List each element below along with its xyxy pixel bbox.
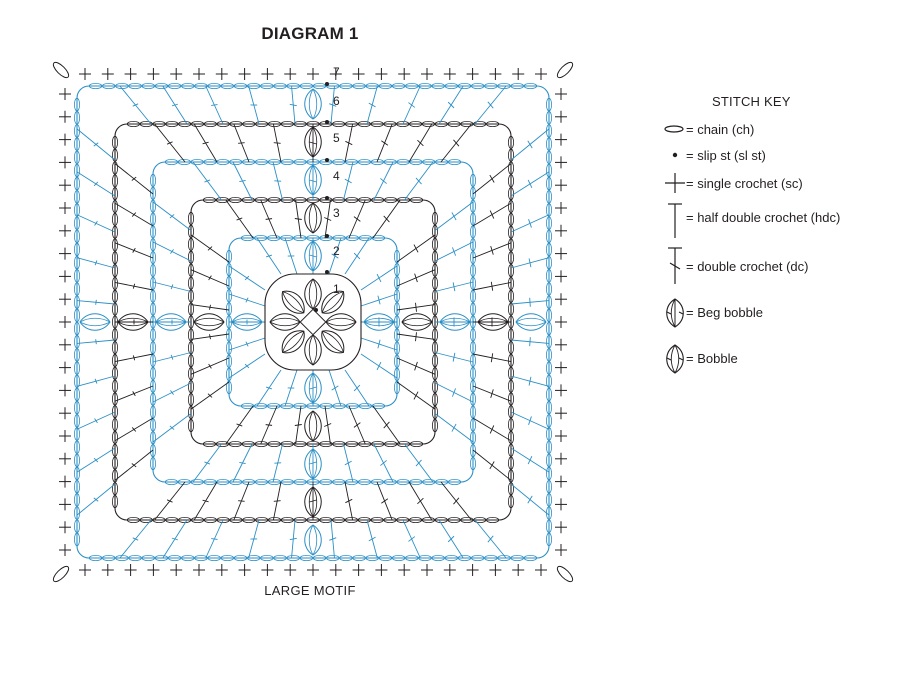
round-label: 5 <box>333 131 340 145</box>
round-6-chain-ring <box>73 83 553 562</box>
chain-icon <box>664 125 684 133</box>
slip-stitch-dot <box>325 158 329 162</box>
axis-bobble-bottom <box>304 524 322 556</box>
round-1-bobble <box>321 330 345 354</box>
round-label: 3 <box>333 206 340 220</box>
round-1-bobble <box>321 290 345 314</box>
round-1-bobble <box>304 278 322 310</box>
axis-bobble-left <box>79 313 111 331</box>
axis-bobble-bottom <box>304 372 322 404</box>
key-item-double-crochet: = double crochet (dc) <box>650 244 900 284</box>
axis-bobble-left <box>155 313 187 331</box>
key-item-bobble: = Bobble <box>650 342 900 374</box>
axis-bobble-bottom <box>304 448 322 480</box>
key-label-bobble: = Bobble <box>686 351 738 366</box>
slip-stitch-dot <box>325 82 329 86</box>
axis-bobble-bottom <box>304 410 322 442</box>
axis-bobble-right <box>515 313 547 331</box>
round-label: 6 <box>333 94 340 108</box>
round-2-double-crochets <box>228 237 398 407</box>
slip-stitch-icon <box>672 152 678 158</box>
key-label-half-double-crochet: = half double crochet (hdc) <box>686 210 841 225</box>
stitch-key-title: STITCH KEY <box>712 94 791 109</box>
key-item-beg-bobble: = Beg bobble <box>650 296 900 328</box>
key-label-double-crochet: = double crochet (dc) <box>686 259 809 274</box>
axis-bobble-left <box>231 313 263 331</box>
round-label: 2 <box>333 244 340 258</box>
round-1-bobble <box>269 313 301 331</box>
axis-bobble-top <box>304 164 322 196</box>
round-1-bobble <box>325 313 357 331</box>
slip-stitch-dot <box>314 308 318 312</box>
round-1-bobble <box>281 330 305 354</box>
beg-bobble-icon <box>666 298 684 328</box>
axis-bobble-top <box>304 240 322 272</box>
double-crochet-icon <box>668 247 682 284</box>
axis-bobble-right <box>477 313 509 331</box>
key-item-half-double-crochet: = half double crochet (hdc) <box>650 200 900 238</box>
axis-bobble-left <box>117 313 149 331</box>
round-3-double-crochets <box>190 199 436 445</box>
round-5-double-crochets <box>114 123 512 521</box>
round-label: 1 <box>333 282 340 296</box>
key-label-slip-stitch: = slip st (sl st) <box>686 148 766 163</box>
round-1-bobble <box>304 334 322 366</box>
axis-bobble-bottom <box>304 486 322 518</box>
round-1-center <box>264 273 362 371</box>
round-7-single-crochet-border <box>52 61 574 583</box>
axis-bobble-right <box>363 313 395 331</box>
key-label-beg-bobble: = Beg bobble <box>686 305 763 320</box>
half-double-crochet-icon <box>668 203 682 238</box>
round-4-chain-ring <box>150 158 477 485</box>
axis-bobble-top <box>304 202 322 234</box>
axis-bobble-top <box>304 126 322 158</box>
slip-stitch-dot <box>325 196 329 200</box>
key-label-single-crochet: = single crochet (sc) <box>686 176 803 191</box>
axis-bobble-left <box>193 313 225 331</box>
slip-stitch-dot <box>325 234 329 238</box>
round-label: 7 <box>333 65 340 79</box>
slip-stitch-dot <box>325 270 329 274</box>
slip-stitch-dot <box>325 120 329 124</box>
axis-bobble-right <box>401 313 433 331</box>
key-item-chain: = chain (ch) <box>650 112 900 142</box>
bobble-icon <box>666 344 684 374</box>
diagram-title: DIAGRAM 1 <box>261 24 359 43</box>
diagram-caption: LARGE MOTIF <box>264 583 356 598</box>
round-4-double-crochets <box>152 161 474 483</box>
key-label-chain: = chain (ch) <box>686 122 755 137</box>
round-label: 4 <box>333 169 340 183</box>
axis-bobble-top <box>304 88 322 120</box>
axis-bobble-right <box>439 313 471 331</box>
key-item-single-crochet: = single crochet (sc) <box>650 168 900 198</box>
key-item-slip-stitch: = slip st (sl st) <box>650 140 900 170</box>
round-6-double-crochets <box>76 85 550 559</box>
round-1-bobble <box>281 290 305 314</box>
round-3-chain-ring <box>188 196 439 447</box>
single-crochet-icon <box>665 173 685 193</box>
